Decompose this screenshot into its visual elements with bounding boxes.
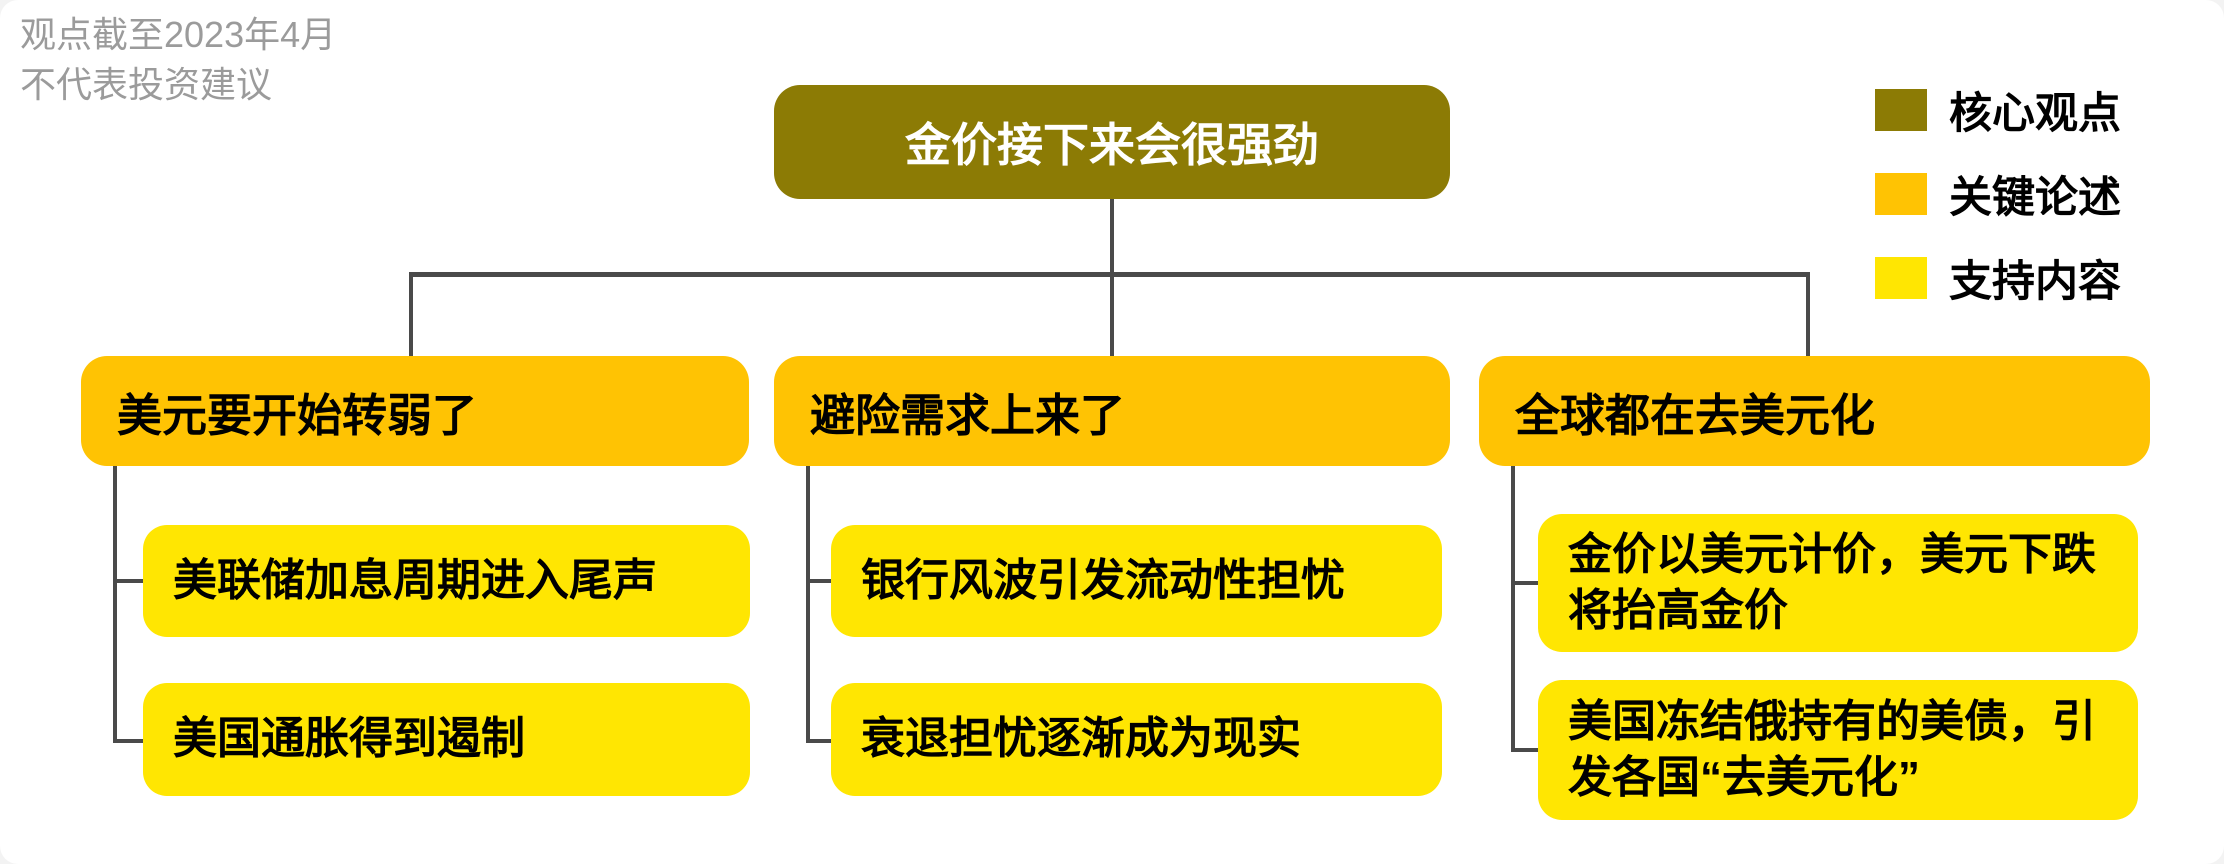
leaf-node-fed-hike-cycle-ending: 美联储加息周期进入尾声 (143, 525, 750, 637)
branch-node-safe-haven-demand: 避险需求上来了 (774, 356, 1450, 466)
connector-branch3-vertical (1511, 466, 1515, 752)
root-node-gold-price-strong: 金价接下来会很强劲 (774, 85, 1450, 199)
leaf-node-us-froze-russian-treasuries: 美国冻结俄持有的美债，引发各国“去美元化” (1538, 680, 2138, 820)
leaf-node-recession-worries-becoming-real: 衰退担忧逐渐成为现实 (831, 683, 1442, 796)
leaf-node-bank-turmoil-liquidity-worries: 银行风波引发流动性担忧 (831, 525, 1442, 637)
legend-item-key: 关键论述 (1875, 163, 2121, 225)
connector-drop-branch-3 (1806, 272, 1810, 356)
connector-main-horizontal (409, 272, 1810, 277)
connector-branch2-vertical (806, 466, 810, 743)
connector-branch2-stub-leaf1 (806, 579, 831, 583)
leaf-node-us-inflation-contained: 美国通胀得到遏制 (143, 683, 750, 796)
legend-label-support: 支持内容 (1949, 258, 2121, 306)
connector-branch1-vertical (113, 466, 117, 743)
key-color-swatch (1875, 173, 1927, 215)
connector-branch2-stub-leaf2 (806, 739, 831, 743)
connector-branch1-stub-leaf2 (113, 739, 143, 743)
legend-label-key: 关键论述 (1949, 174, 2121, 222)
connector-branch1-stub-leaf1 (113, 579, 143, 583)
connector-branch3-stub-leaf2 (1511, 748, 1538, 752)
legend-item-core: 核心观点 (1875, 79, 2121, 141)
connector-drop-branch-2 (1110, 272, 1114, 356)
disclaimer-note: 观点截至2023年4月 不代表投资建议 (20, 14, 337, 105)
core-color-swatch (1875, 89, 1927, 131)
branch-node-dollar-weakening: 美元要开始转弱了 (81, 356, 749, 466)
legend: 核心观点 关键论述 支持内容 (1875, 79, 2121, 309)
leaf-node-gold-priced-in-dollars: 金价以美元计价，美元下跌将抬高金价 (1538, 514, 2138, 652)
connector-root-stem (1110, 199, 1114, 276)
legend-label-core: 核心观点 (1949, 90, 2121, 138)
connector-drop-branch-1 (409, 272, 413, 356)
support-color-swatch (1875, 257, 1927, 299)
branch-node-global-dedollarization: 全球都在去美元化 (1479, 356, 2150, 466)
connector-branch3-stub-leaf1 (1511, 581, 1538, 585)
legend-item-support: 支持内容 (1875, 247, 2121, 309)
